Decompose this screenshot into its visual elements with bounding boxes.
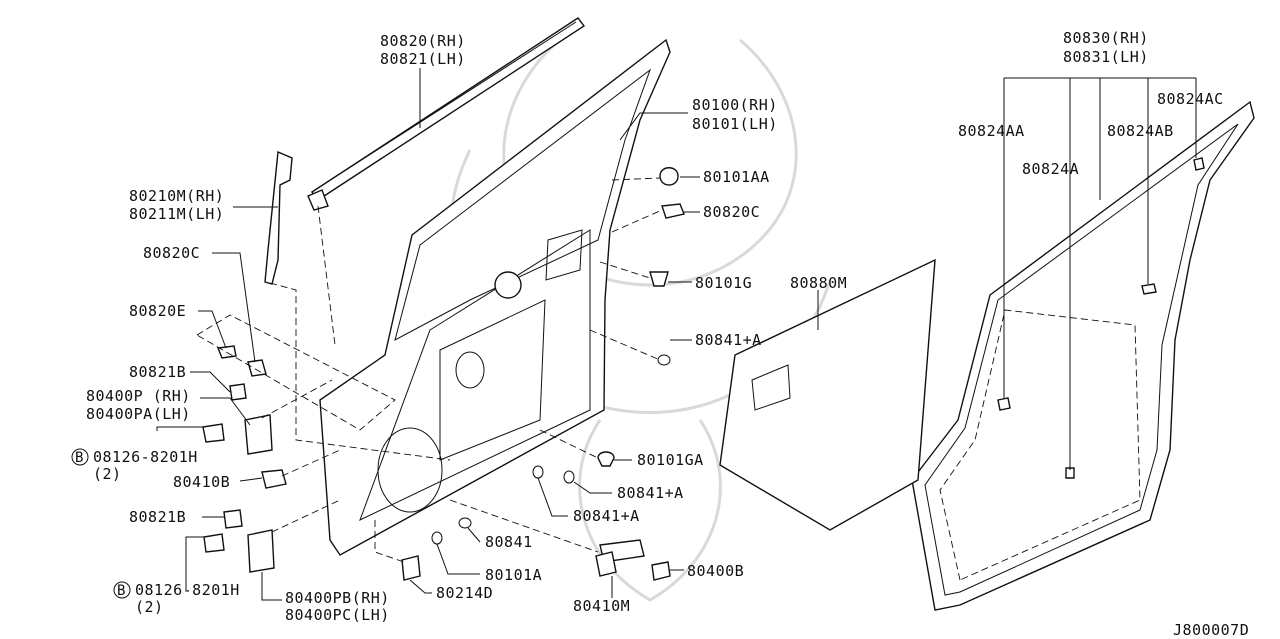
label-80880m: 80880M [790,274,847,292]
bolt-marker-1: B [71,448,89,466]
label-bolt-1: 08126-8201H [93,448,198,466]
leader-lines [156,68,1197,601]
label-bolt-2-qty: (2) [135,598,164,616]
label-80824ab: 80824AB [1107,122,1174,140]
label-80820e: 80820E [129,302,186,320]
bolt-marker-letter: B [117,583,125,599]
label-80821b-1: 80821B [129,363,186,381]
label-80824a: 80824A [1022,160,1079,178]
label-80101-lh: 80101(LH) [692,115,778,133]
diagram-code: J800007D [1173,621,1249,639]
front-door-shell-part [319,38,671,556]
trim-sheet-part [719,258,936,531]
bolt-marker-letter: B [75,450,83,466]
label-80211m-lh: 80211M(LH) [129,205,224,223]
label-80101aa: 80101AA [703,168,770,186]
label-80841a-1: 80841+A [695,331,762,349]
label-bolt-1-qty: (2) [93,465,122,483]
label-80101a: 80101A [485,566,542,584]
label-80820-rh: 80820(RH) [380,32,466,50]
label-bolt-2: 08126-8201H [135,581,240,599]
label-80400pc-lh: 80400PC(LH) [285,606,390,624]
label-80820c-left: 80820C [143,244,200,262]
label-80824aa: 80824AA [958,122,1025,140]
label-80820c-right: 80820C [703,203,760,221]
label-80214d: 80214D [436,584,493,602]
label-80410m: 80410M [573,597,630,615]
label-80400b: 80400B [687,562,744,580]
label-80830-rh: 80830(RH) [1063,29,1149,47]
label-80824ac: 80824AC [1157,90,1224,108]
bolt-marker-2: B [113,581,131,599]
window-run-channel-part [307,17,586,211]
label-80821b-2: 80821B [129,508,186,526]
part-labels: 80820(RH) 80821(LH) 80100(RH) 80101(LH) … [86,29,1249,639]
label-80100-rh: 80100(RH) [692,96,778,114]
label-80831-lh: 80831(LH) [1063,48,1149,66]
hardware-parts [202,157,1205,581]
label-80101ga: 80101GA [637,451,704,469]
weatherstrip-part [911,100,1255,611]
label-80400pa-lh: 80400PA(LH) [86,405,191,423]
label-80841a-2: 80841+A [617,484,684,502]
label-80841a-3: 80841+A [573,507,640,525]
label-80821-lh: 80821(LH) [380,50,466,68]
hinge-bracket-strip-part [264,150,293,285]
label-80400pb-rh: 80400PB(RH) [285,589,390,607]
assembly-dashed-lines [196,177,663,563]
label-80841: 80841 [485,533,533,551]
label-80210m-rh: 80210M(RH) [129,187,224,205]
label-80101g: 80101G [695,274,752,292]
label-80410b: 80410B [173,473,230,491]
label-80400p-rh: 80400P (RH) [86,387,191,405]
